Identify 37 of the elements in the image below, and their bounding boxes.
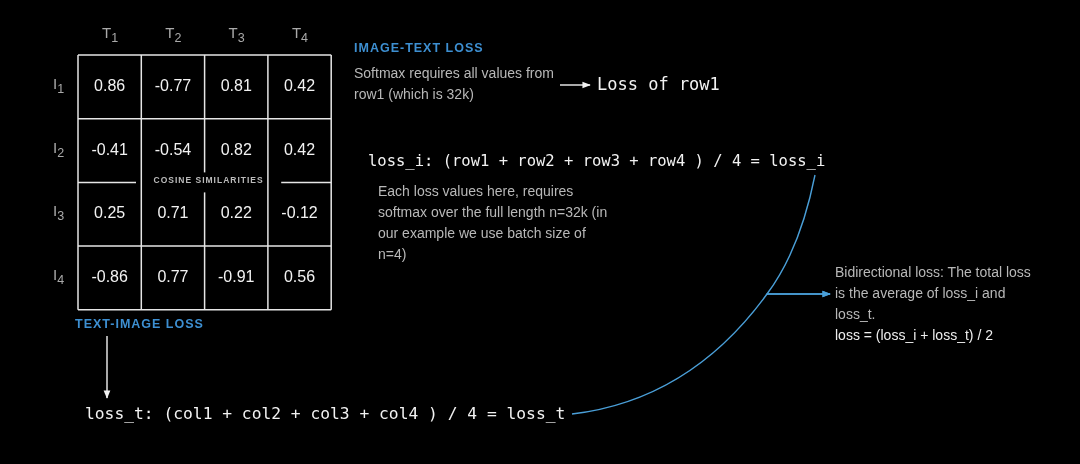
column-header: T$_{2}$ xyxy=(165,24,182,45)
matrix-value: -0.12 xyxy=(280,204,319,223)
section-heading: TEXT-IMAGE LOSS xyxy=(75,317,204,331)
explanation-text: Each loss values here, requires softmax over the full length n=32k (in our example we use batch size of n=4) xyxy=(378,182,608,264)
arrow xyxy=(103,335,111,399)
formula-text: loss_i: (row1 + row2 + row3 + row4 ) / 4 = loss_i xyxy=(368,152,826,170)
matrix-value: -0.41 xyxy=(90,140,129,159)
formula-text: loss_t: (col1 + col2 + col3 + col4 ) / 4 = loss_t xyxy=(85,404,566,423)
matrix-value: 0.71 xyxy=(156,204,190,223)
row-header: I$_{1}$ xyxy=(53,75,65,96)
column-header: T$_{3}$ xyxy=(228,24,245,45)
formula-text: loss = (loss_i + loss_t) / 2 xyxy=(835,326,994,345)
matrix-value: -0.91 xyxy=(217,268,256,287)
row-header: I$_{4}$ xyxy=(53,266,65,288)
column-header: T$_{1}$ xyxy=(102,24,119,45)
row-header: I$_{3}$ xyxy=(53,202,65,224)
matrix-value: 0.77 xyxy=(156,268,190,287)
matrix-value: -0.54 xyxy=(153,140,193,159)
matrix-value: 0.42 xyxy=(282,77,317,95)
matrix-value: 0.82 xyxy=(219,140,253,159)
matrix-caption: COSINE SIMILARITIES xyxy=(152,175,265,186)
matrix-value: 0.86 xyxy=(93,77,127,95)
matrix-value: -0.86 xyxy=(90,268,129,287)
column-header: T$_{4}$ xyxy=(291,24,308,45)
matrix-value: 0.22 xyxy=(219,204,253,223)
arrow xyxy=(559,81,591,89)
description-text: Softmax requires all values from row1 (which is 32k) xyxy=(354,64,554,104)
matrix-value: -0.77 xyxy=(153,77,193,95)
section-heading: IMAGE-TEXT LOSS xyxy=(354,41,484,55)
result-text: Loss of row1 xyxy=(597,74,720,94)
matrix-value: 0.25 xyxy=(93,204,127,223)
matrix-value: 0.81 xyxy=(219,77,253,95)
matrix-value: 0.56 xyxy=(282,268,317,287)
note-text: Bidirectional loss: The total loss is the average of loss_i and loss_t. xyxy=(835,263,1032,324)
arrow xyxy=(571,290,831,415)
row-header: I$_{2}$ xyxy=(53,138,65,160)
matrix-value: 0.42 xyxy=(282,140,317,159)
